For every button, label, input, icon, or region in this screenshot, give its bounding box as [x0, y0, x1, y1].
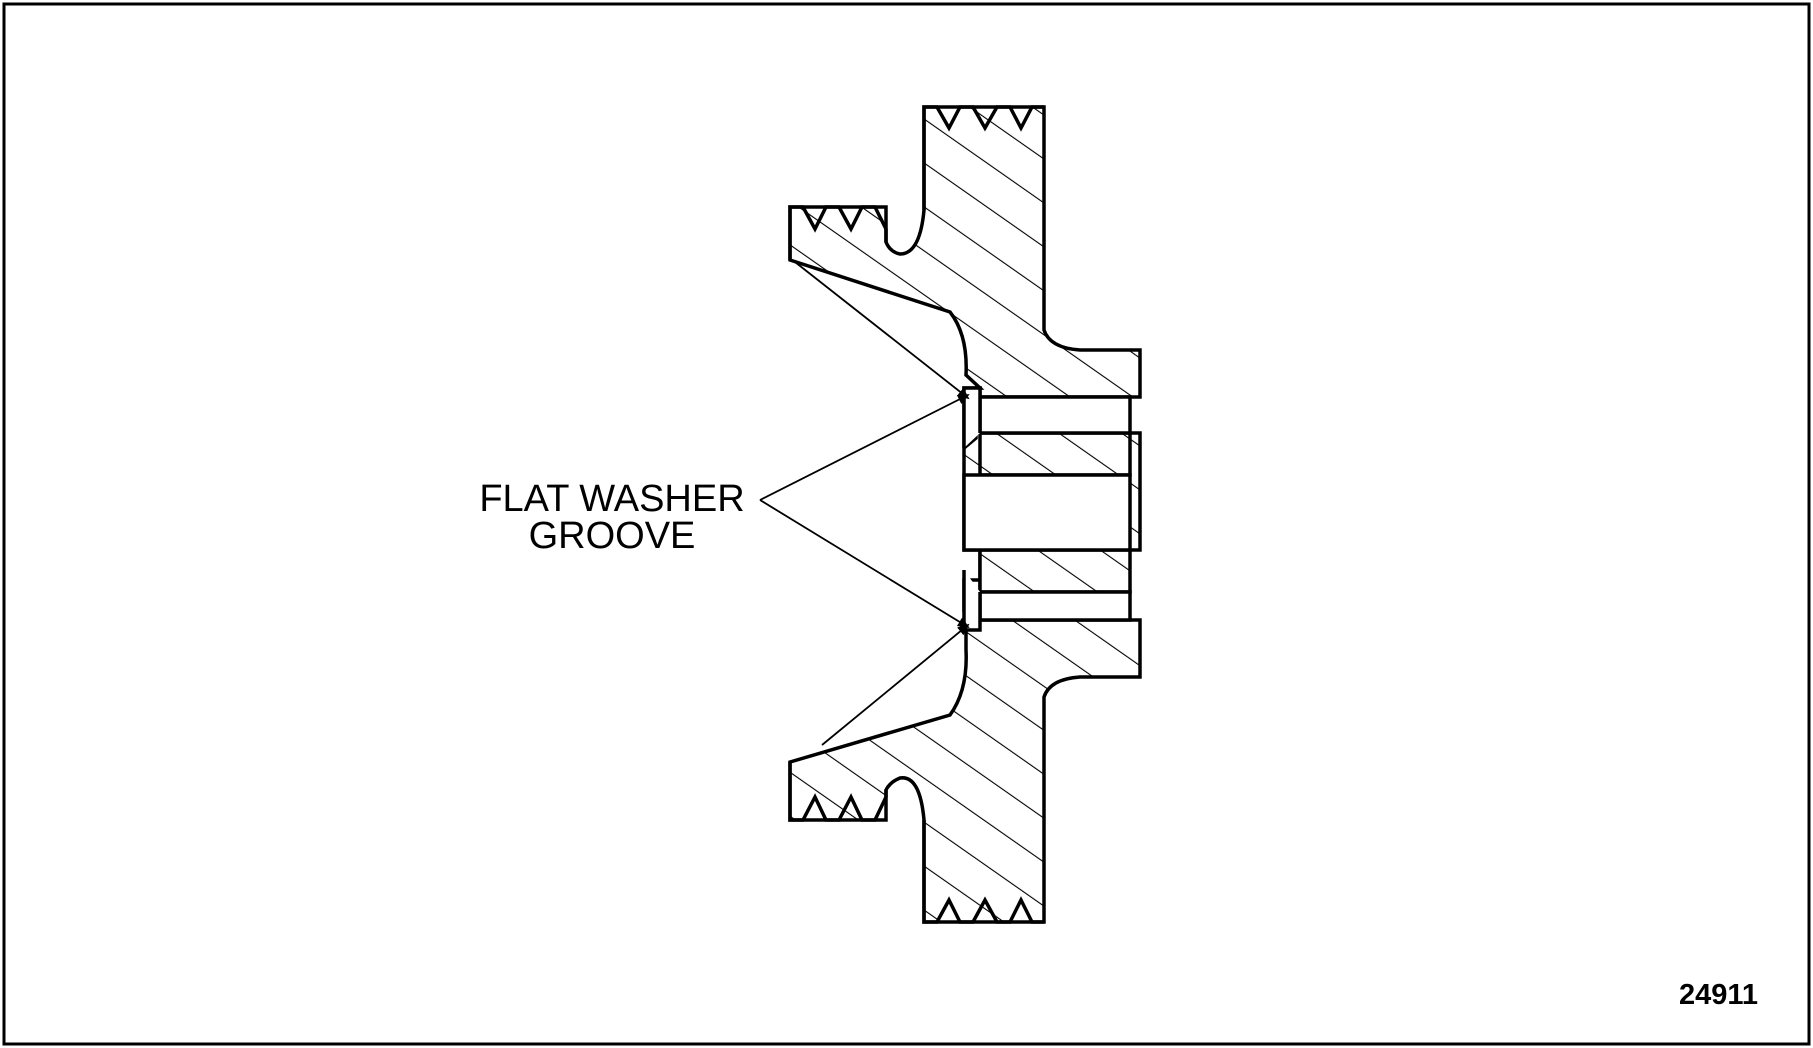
hub-lower-ring [978, 548, 1132, 594]
lower-flange-profile [922, 820, 1044, 924]
leader-line-lower-long [821, 623, 970, 746]
lower-bolt-hole [978, 590, 1132, 622]
figure-number: 24911 [1679, 979, 1758, 1011]
upper-flange-profile [922, 105, 1044, 210]
leader-line-upper-groove [759, 394, 970, 501]
callout-label-line1: FLAT WASHER [479, 478, 744, 520]
upper-groove-profile [788, 205, 888, 260]
callout-label-line2: GROOVE [529, 515, 696, 557]
leader-line-lower-groove [759, 499, 970, 629]
lower-washer-groove [962, 570, 982, 632]
leader-line-upper-long [794, 261, 970, 400]
lower-groove-profile [788, 762, 888, 822]
hub-upper-ring [978, 431, 1132, 477]
center-bore [962, 473, 1132, 552]
upper-bolt-hole [978, 395, 1132, 435]
